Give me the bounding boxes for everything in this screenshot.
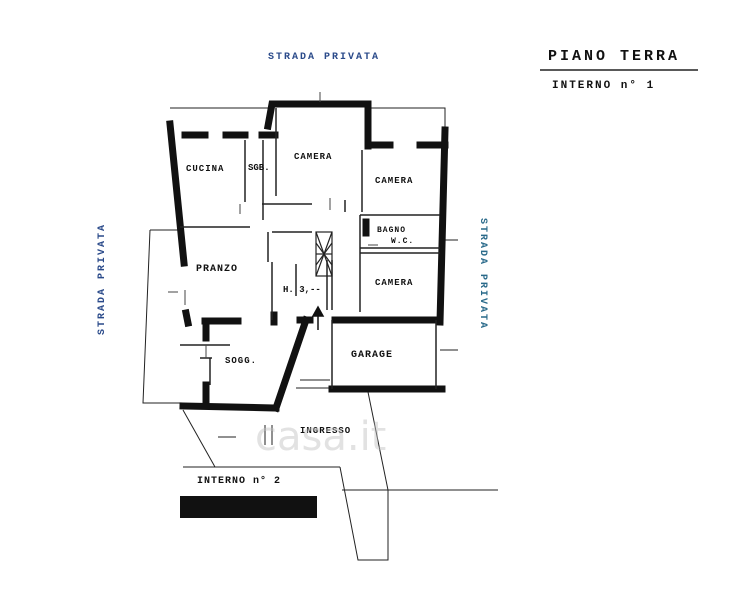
- dimension-ticks: [168, 92, 378, 358]
- room-label-camera-top: CAMERA: [294, 152, 333, 162]
- room-label-cucina: CUCINA: [186, 164, 225, 174]
- plan-title: PIANO TERRA: [548, 48, 681, 65]
- room-label-garage: GARAGE: [351, 350, 394, 361]
- street-label-top: STRADA PRIVATA: [268, 52, 381, 63]
- room-label-wc: W.C.: [391, 237, 415, 246]
- street-label-right: STRADA PRIVATA: [477, 218, 488, 331]
- room-label-bagno: BAGNO: [377, 226, 407, 235]
- room-label-sogg: SOGG.: [225, 356, 258, 366]
- room-label-ingresso: INGRESSO: [300, 426, 352, 436]
- watermark-logo: casa.it: [255, 414, 387, 460]
- room-label-camera-right: CAMERA: [375, 176, 414, 186]
- room-label-hall: H. 3,--: [283, 285, 321, 295]
- entrance-arrow: [311, 305, 325, 330]
- room-label-sgb: SGB.: [248, 163, 270, 173]
- internal-walls: [180, 108, 440, 389]
- stair-symbol: [315, 231, 333, 277]
- interno-2-label: INTERNO n° 2: [197, 476, 282, 487]
- plan-subtitle: INTERNO n° 1: [552, 80, 656, 92]
- room-label-camera-mid: CAMERA: [375, 278, 414, 288]
- street-label-left: STRADA PRIVATA: [97, 222, 108, 335]
- redaction-bar: [180, 496, 317, 518]
- thick-walls[interactable]: [166, 100, 449, 413]
- room-label-pranzo: PRANZO: [196, 264, 239, 275]
